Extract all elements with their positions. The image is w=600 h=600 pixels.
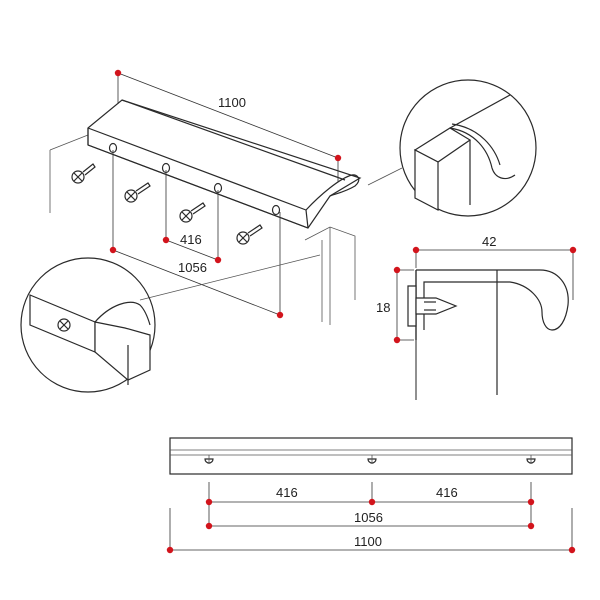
dimension-point <box>412 246 420 254</box>
dimension-length-total-iso: 1100 <box>114 69 342 182</box>
dimension-label: 1056 <box>354 510 383 525</box>
screw <box>179 202 206 223</box>
dimension-label: 42 <box>482 234 496 249</box>
dimension-label: 1056 <box>178 260 207 275</box>
screw <box>71 163 96 184</box>
dimension-point <box>162 236 170 244</box>
dimension-hole-span-iso: 416 1056 <box>109 150 284 319</box>
dimension-point <box>205 498 213 506</box>
dimension-point <box>166 546 174 554</box>
dimension-point <box>569 246 577 254</box>
detail-view-end <box>367 79 537 217</box>
dimension-point <box>214 256 222 264</box>
dimension-hole-span-front: 1056 <box>205 510 535 530</box>
handle-bar <box>87 99 362 229</box>
dimension-label: 416 <box>276 485 298 500</box>
dimension-point <box>205 522 213 530</box>
dimension-point <box>527 498 535 506</box>
dimension-point <box>393 336 401 344</box>
hole-mark <box>204 455 214 464</box>
dimension-profile-width: 42 <box>412 234 577 300</box>
isometric-view: 1100 416 1056 <box>49 69 362 325</box>
detail-view-screw <box>20 254 321 393</box>
dimension-point <box>393 266 401 274</box>
dimension-hole-pitch-front: 416 416 <box>205 485 535 506</box>
dimension-profile-height: 18 <box>376 266 414 344</box>
screw <box>124 182 151 203</box>
hole-mark <box>526 455 536 464</box>
hole-mark <box>367 455 377 464</box>
screw-hole <box>271 204 281 216</box>
dimension-point <box>568 546 576 554</box>
dimension-label: 18 <box>376 300 390 315</box>
screw <box>236 224 263 245</box>
dimension-point <box>109 246 117 254</box>
dimension-label: 416 <box>180 232 202 247</box>
screw-head-icon <box>57 318 71 332</box>
dimension-label: 416 <box>436 485 458 500</box>
cabinet-board <box>49 134 356 325</box>
dimension-point <box>334 154 342 162</box>
dimension-point <box>114 69 122 77</box>
dimension-label: 1100 <box>218 95 246 110</box>
dimension-point <box>527 522 535 530</box>
dimension-label: 1100 <box>354 534 382 549</box>
profile-view: 42 18 <box>376 234 577 400</box>
front-view: 416 416 1056 1100 <box>166 437 576 554</box>
dimension-point <box>368 498 376 506</box>
dimension-length-total-front: 1100 <box>166 534 576 554</box>
dimension-point <box>276 311 284 319</box>
